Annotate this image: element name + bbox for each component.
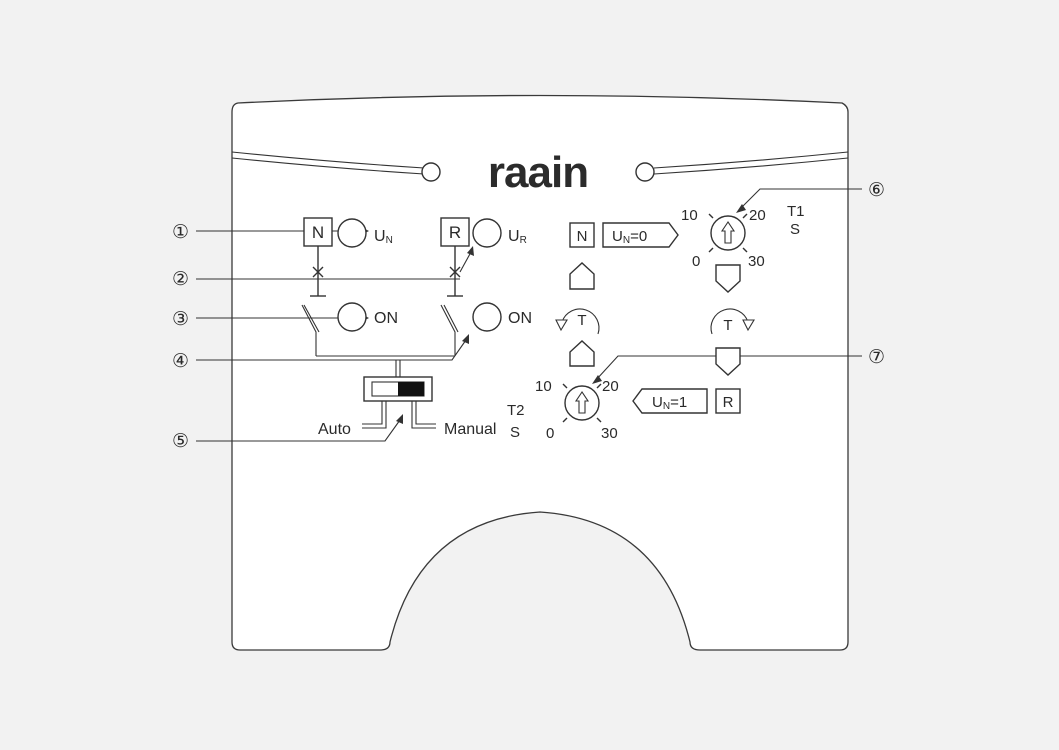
timer-t2-tick <box>596 383 602 389</box>
n-breaker-cross <box>312 266 324 278</box>
timer-t2: 10 20 0 30 T2 S <box>507 378 619 442</box>
leader-arrow-6 <box>736 204 746 213</box>
t2-up-pentagon-bottom <box>569 340 595 367</box>
t1-rotate-label: T <box>723 317 732 334</box>
interlock-bar <box>316 355 455 361</box>
timer-t2-tick <box>562 417 568 423</box>
timer-t1-scale-0: 0 <box>692 253 700 270</box>
leader-line-6 <box>739 188 862 210</box>
auto-terminal <box>362 401 387 429</box>
n-source-box <box>303 217 333 247</box>
ur-leader <box>459 251 472 273</box>
leader-arrow-4 <box>462 334 469 344</box>
left-rivet <box>421 162 441 182</box>
r-breaker-cross <box>449 266 461 278</box>
on-lamp-right <box>472 302 502 332</box>
t2-up-pentagon-top <box>569 262 595 290</box>
on-lamp-left <box>337 302 367 332</box>
timer-t1: 10 20 0 30 T1 S <box>681 203 805 270</box>
t1-down-pentagon-bottom <box>715 347 741 376</box>
un-indicator-label: UN <box>374 228 393 246</box>
callout-7: ⑦ <box>868 347 885 368</box>
timer-t2-scale-0: 0 <box>546 425 554 442</box>
leader-line-5 <box>196 419 401 442</box>
brand-logo-text: raain <box>488 148 588 197</box>
timer-t2-tick <box>562 383 568 389</box>
t2-rotate-label: T <box>577 312 586 329</box>
timer-t1-scale-20: 20 <box>749 207 766 224</box>
r-switch-blade <box>440 304 459 356</box>
ur-leader-arrow <box>467 246 474 256</box>
timer-t2-tick <box>596 417 602 423</box>
un1-flag <box>632 388 708 414</box>
manual-terminal <box>411 401 436 429</box>
n-switch-blade <box>301 304 320 356</box>
callout-1: ① <box>172 222 189 243</box>
timer-t1-label: T1 <box>787 203 805 220</box>
status-n-label: N <box>577 228 588 245</box>
t1-rotate-arrow-icon <box>710 308 749 335</box>
callout-5: ⑤ <box>172 431 189 452</box>
on-label-left: ON <box>374 310 398 327</box>
un-indicator-lamp <box>337 218 367 248</box>
t1-rotate-arrowhead <box>742 319 755 332</box>
right-top-arc <box>653 151 849 175</box>
t1-down-pentagon-top <box>715 264 741 293</box>
t2-rotate-arrow-icon <box>561 308 600 335</box>
callout-2: ② <box>172 269 189 290</box>
auto-label: Auto <box>318 421 351 438</box>
callout-4: ④ <box>172 351 189 372</box>
leader-arrow-7 <box>592 375 602 384</box>
un0-flag <box>602 222 679 248</box>
leader-arrow-5 <box>396 414 403 424</box>
timer-t2-scale-20: 20 <box>602 378 619 395</box>
status-r-box <box>715 388 741 414</box>
timer-t1-pointer <box>720 221 736 244</box>
left-top-arc <box>231 151 425 175</box>
right-rivet <box>635 162 655 182</box>
timer-t1-tick <box>708 213 714 219</box>
status-n-box <box>569 222 595 248</box>
timer-t2-label: T2 <box>507 402 525 419</box>
panel-outline <box>231 94 849 651</box>
un1-label: UN=1 <box>652 394 687 412</box>
ur-indicator-label: UR <box>508 228 527 246</box>
leader-line-7 <box>595 355 862 381</box>
status-r-label: R <box>723 394 734 411</box>
on-label-right: ON <box>508 310 532 327</box>
timer-t1-tick <box>708 247 714 253</box>
mode-selector-knob[interactable] <box>398 382 424 396</box>
timer-t1-unit: S <box>790 221 800 238</box>
t2-rotate-arrowhead <box>555 319 568 332</box>
timer-t1-scale-30: 30 <box>748 253 765 270</box>
timer-t2-scale-30: 30 <box>601 425 618 442</box>
timer-t2-pointer <box>574 391 590 414</box>
r-source-label: R <box>449 223 461 242</box>
timer-t1-tick <box>742 247 748 253</box>
un0-label: UN=0 <box>612 228 647 246</box>
callout-6: ⑥ <box>868 180 885 201</box>
ur-indicator-lamp <box>472 218 502 248</box>
timer-t1-scale-10: 10 <box>681 207 698 224</box>
callout-3: ③ <box>172 309 189 330</box>
interlock-rod <box>395 360 401 378</box>
brand-logo: raain <box>488 148 589 197</box>
n-source-label: N <box>312 223 324 242</box>
timer-t2-scale-10: 10 <box>535 378 552 395</box>
timer-t2-unit: S <box>510 424 520 441</box>
manual-label: Manual <box>444 421 496 438</box>
timer-t1-tick <box>742 213 748 219</box>
